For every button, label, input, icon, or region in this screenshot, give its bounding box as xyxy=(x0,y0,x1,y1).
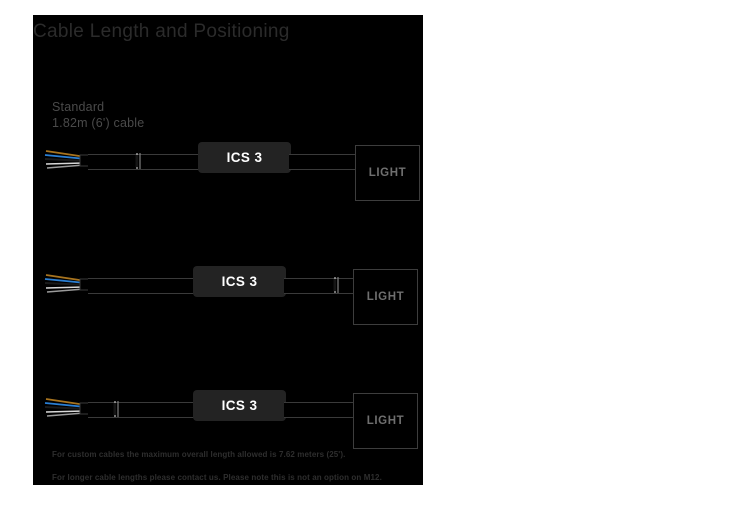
ics3-controller-box: ICS 3 xyxy=(198,142,291,173)
footnote-max-length: For custom cables the maximum overall le… xyxy=(52,450,346,459)
ics3-controller-box: ICS 3 xyxy=(193,390,286,421)
standard-caption-line-2: 1.82m (6') cable xyxy=(52,116,145,130)
ics3-controller-box: ICS 3 xyxy=(193,266,286,297)
page-title: Cable Length and Positioning xyxy=(33,21,290,42)
footnote-contact-us: For longer cable lengths please contact … xyxy=(52,473,382,482)
cable-assembly-row: ICS 3 LIGHT xyxy=(33,259,423,329)
frayed-wire-end-icon xyxy=(44,150,90,169)
cable-segment-input xyxy=(88,278,195,294)
cable-assembly-row: ICS 3 LIGHT xyxy=(33,135,423,205)
light-fixture-box: LIGHT xyxy=(355,145,420,201)
cable-assembly-row: ICS 3 LIGHT xyxy=(33,383,423,453)
frayed-wire-end-icon xyxy=(44,398,90,417)
cable-connector-icon xyxy=(113,401,119,417)
light-fixture-box: LIGHT xyxy=(353,269,418,325)
frayed-wire-end-icon xyxy=(44,274,90,293)
cable-connector-icon xyxy=(135,153,141,169)
cable-connector-icon xyxy=(333,277,339,293)
cable-segment-input xyxy=(88,402,195,418)
light-fixture-box: LIGHT xyxy=(353,393,418,449)
standard-caption-line-1: Standard xyxy=(52,100,105,114)
cable-segment-input xyxy=(88,154,200,170)
cable-diagram-panel: Cable Length and Positioning Standard 1.… xyxy=(33,15,423,485)
